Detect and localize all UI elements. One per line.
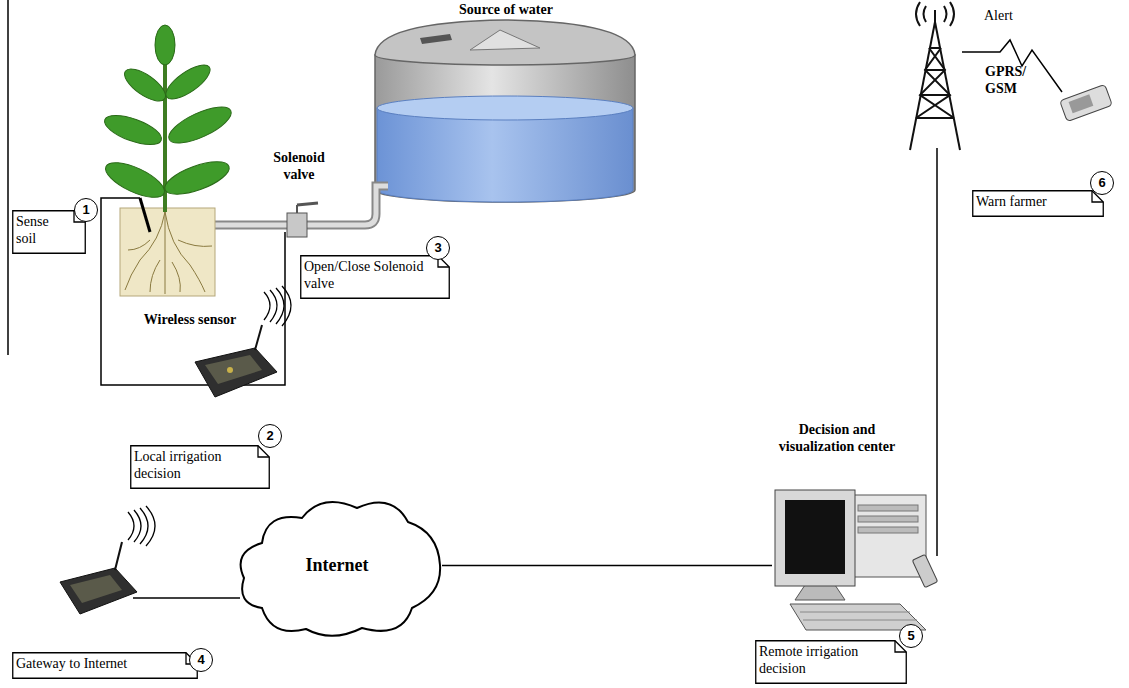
note-box: Local irrigation decision (130, 445, 270, 489)
soil-probe (140, 198, 150, 232)
tower-cable (936, 148, 938, 556)
note-box: Warn farmer (972, 190, 1104, 217)
gateway-device (60, 542, 137, 614)
node-heading: Decision and visualization center (762, 422, 912, 456)
note-shape (13, 653, 198, 679)
computer (775, 490, 926, 630)
note-shape (131, 446, 270, 489)
text-label: Alert (984, 8, 1034, 25)
callout-number: 5 (899, 624, 923, 648)
node-text: Gateway to Internet (12, 652, 198, 678)
note-box: Gateway to Internet (12, 652, 198, 679)
note-shape (301, 256, 450, 299)
tank-node: Source of water (375, 22, 637, 202)
callout-number: 3 (426, 236, 450, 260)
text-label: GPRS/ GSM (985, 64, 1033, 98)
cloud-shape (241, 502, 441, 636)
note-shape (756, 641, 907, 684)
note-shape (13, 211, 86, 254)
note-box: Sense soil (12, 210, 86, 254)
radio-waves (264, 286, 291, 326)
connector (442, 565, 772, 566)
solenoid-valve (287, 203, 318, 237)
callout-number: 1 (74, 198, 98, 222)
connector-line (442, 565, 772, 567)
node-heading: Source of water (375, 2, 637, 19)
node-text: Open/Close Solenoid valve (300, 255, 450, 298)
internet-cloud: Internet (232, 488, 442, 643)
phone (912, 554, 937, 587)
border-line (7, 0, 9, 355)
plant (101, 25, 236, 296)
note-shape (973, 191, 1104, 217)
note-box: Remote irrigation decision (755, 640, 907, 684)
sensor-node: Wireless sensor (190, 345, 280, 400)
node-text: Warn farmer (972, 190, 1104, 216)
computer-node: Decision and visualization center (772, 488, 932, 633)
callout-number: 4 (189, 648, 213, 672)
sensor-device (195, 325, 277, 397)
water-tank (375, 20, 635, 202)
phone (1060, 84, 1113, 121)
callout-number: 6 (1090, 171, 1114, 195)
node-text: Local irrigation decision (130, 445, 270, 488)
radio-tower (910, 2, 960, 150)
callout-number: 2 (258, 424, 282, 448)
note-box: Open/Close Solenoid valve (300, 255, 450, 299)
network-wire (133, 597, 240, 599)
node-text: Remote irrigation decision (755, 640, 907, 683)
node-heading: Wireless sensor (105, 312, 275, 329)
radio-waves (128, 506, 155, 546)
node-text: Internet (306, 555, 369, 577)
text-label: Solenoid valve (262, 150, 336, 184)
